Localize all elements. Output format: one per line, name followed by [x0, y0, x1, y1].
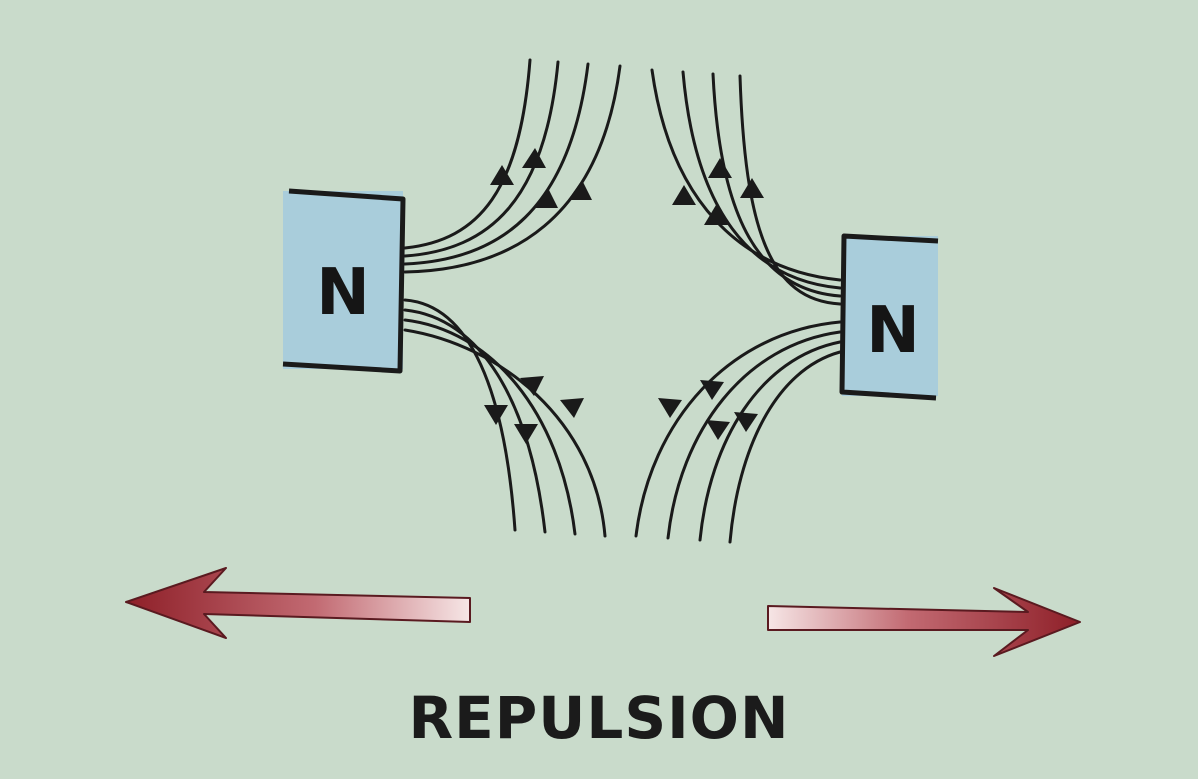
field-arrowhead-icon — [520, 376, 544, 396]
field-line — [698, 340, 842, 542]
field-arrowhead-icon — [658, 398, 682, 418]
field-line — [738, 74, 842, 306]
field-arrowhead-icon — [672, 185, 696, 205]
field-line — [403, 64, 622, 274]
field-line — [403, 328, 607, 538]
field-arrowhead-icon — [734, 412, 758, 432]
field-line — [711, 72, 842, 298]
field-arrowhead-icon — [560, 398, 584, 418]
field-arrowheads — [484, 148, 764, 444]
field-line — [681, 70, 842, 290]
field-arrowhead-icon — [704, 205, 728, 225]
field-line — [403, 298, 517, 532]
field-arrowhead-icon — [740, 178, 764, 198]
field-arrowhead-icon — [490, 165, 514, 185]
arrow-left-icon — [125, 567, 471, 639]
field-arrowhead-icon — [708, 158, 732, 178]
pole-label-left: N — [316, 256, 370, 330]
field-line — [403, 60, 560, 258]
field-line — [666, 330, 842, 540]
pole-label-right: N — [866, 294, 920, 368]
field-line — [403, 58, 532, 250]
field-line — [728, 350, 842, 544]
field-lines-right — [634, 68, 842, 544]
field-arrowhead-icon — [514, 424, 538, 444]
field-line — [403, 318, 577, 536]
field-arrowhead-icon — [568, 180, 592, 200]
field-arrowhead-icon — [522, 148, 546, 168]
field-arrowhead-icon — [700, 380, 724, 400]
magnet-left: N — [282, 188, 406, 374]
field-arrowhead-icon — [534, 188, 558, 208]
field-lines-left — [403, 58, 622, 538]
field-line — [634, 320, 842, 538]
field-arrowhead-icon — [484, 405, 508, 425]
field-line — [403, 62, 590, 266]
diagram-title: REPULSION — [408, 684, 790, 752]
field-line — [650, 68, 842, 282]
field-line — [403, 308, 547, 534]
arrow-right-icon — [767, 587, 1081, 657]
field-arrowhead-icon — [706, 420, 730, 440]
magnet-right: N — [839, 233, 939, 401]
